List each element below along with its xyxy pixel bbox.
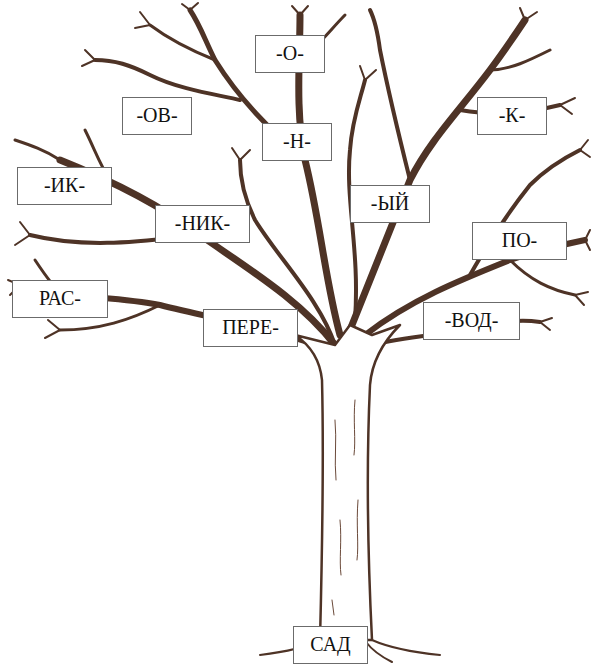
morpheme-text: -ИК- [30, 173, 99, 197]
morpheme-box: -ВОД- [423, 302, 520, 340]
morpheme-text: РАС- [25, 286, 95, 310]
morpheme-box: САД [293, 626, 368, 664]
morpheme-text: ПО- [485, 228, 554, 252]
morpheme-box: РАС- [12, 280, 108, 318]
morpheme-text: -ОВ- [135, 103, 179, 127]
morpheme-box: ПО- [472, 222, 567, 260]
morpheme-box: -К- [477, 97, 547, 135]
morpheme-text: -ВОД- [436, 308, 507, 332]
morpheme-text: -НИК- [168, 211, 237, 235]
morpheme-text: -Н- [275, 129, 319, 153]
morpheme-box: -ИК- [17, 167, 112, 205]
morpheme-box: -ЫЙ [350, 185, 430, 223]
morpheme-box: -ОВ- [122, 97, 192, 135]
morpheme-text: ПЕРЕ- [216, 315, 285, 339]
morpheme-text: -ЫЙ [363, 191, 417, 215]
morpheme-box: -НИК- [155, 205, 250, 243]
morpheme-text: САД [306, 632, 355, 656]
morpheme-box: -Н- [262, 123, 332, 161]
morpheme-text: -К- [490, 103, 534, 127]
morpheme-box: ПЕРЕ- [203, 309, 298, 347]
morpheme-box: -О- [255, 35, 325, 73]
morpheme-text: -О- [268, 41, 312, 65]
